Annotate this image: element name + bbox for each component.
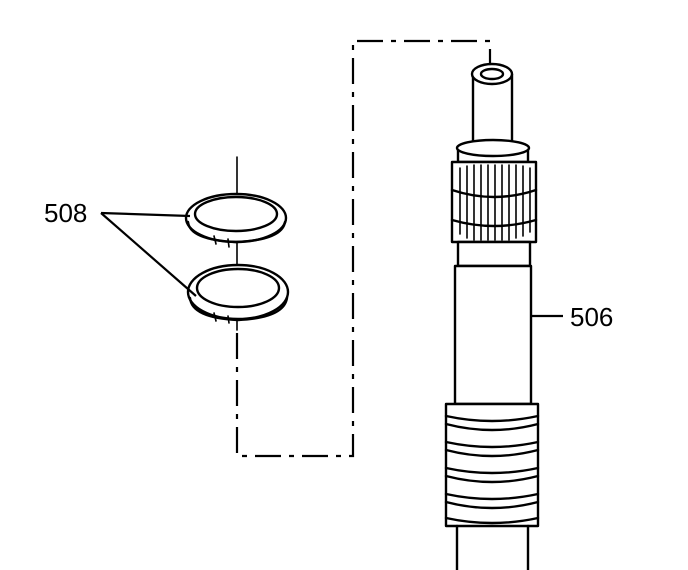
assembly-path-dashed bbox=[235, 39, 492, 458]
piston-ring-lower bbox=[186, 263, 290, 324]
piston-ring-upper bbox=[184, 192, 288, 248]
shaft-grooves bbox=[444, 414, 540, 525]
shaft bbox=[444, 62, 540, 570]
leader-508-lower bbox=[100, 212, 197, 297]
label-shaft: 506 bbox=[570, 302, 613, 332]
spline-teeth bbox=[450, 164, 538, 241]
leader-508-upper bbox=[100, 211, 191, 218]
label-piston-rings: 508 bbox=[44, 198, 87, 228]
